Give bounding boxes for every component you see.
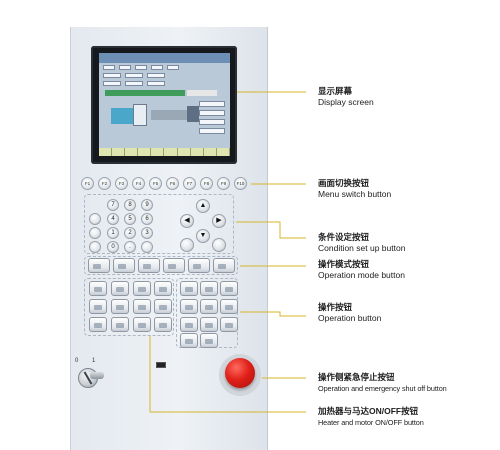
numkey-7[interactable]: 7 xyxy=(107,199,119,211)
annotation-mode-zh: 操作模式按钮 xyxy=(318,259,370,269)
op-key-e4[interactable] xyxy=(180,333,198,348)
f9-key[interactable]: F9 xyxy=(217,177,230,190)
annotation-menu-zh: 画面切换按钮 xyxy=(318,178,370,188)
menu-switch-keys: F1 F2 F3 F4 F5 F6 F7 F8 F9 F10 xyxy=(81,177,251,191)
annotation-condition-zh: 条件设定按钮 xyxy=(318,232,370,242)
annotation-heater-en: Heater and motor ON/OFF button xyxy=(318,418,424,427)
leader-condition xyxy=(236,221,306,239)
op-key-a2[interactable] xyxy=(89,299,107,314)
f5-key[interactable]: F5 xyxy=(149,177,162,190)
op-key-c2[interactable] xyxy=(133,299,151,314)
op-key-a3[interactable] xyxy=(89,317,107,332)
op-key-f4[interactable] xyxy=(200,333,218,348)
mode-key-5[interactable] xyxy=(188,258,210,273)
numkey-side-1[interactable] xyxy=(89,213,101,225)
annotation-menu: 画面切换按钮 Menu switch button xyxy=(318,178,391,200)
op-key-e2[interactable] xyxy=(180,299,198,314)
numkey-5[interactable]: 5 xyxy=(124,213,136,225)
screen-function-strip xyxy=(99,148,230,156)
arrow-up-button[interactable]: ▲ xyxy=(196,199,210,213)
f8-key[interactable]: F8 xyxy=(200,177,213,190)
mode-key-4[interactable] xyxy=(163,258,185,273)
mode-key-6[interactable] xyxy=(213,258,235,273)
op-key-g2[interactable] xyxy=(220,299,238,314)
op-key-a1[interactable] xyxy=(89,281,107,296)
numkey-0[interactable]: 0 xyxy=(107,241,119,253)
op-key-d1[interactable] xyxy=(154,281,172,296)
numkey-4[interactable]: 4 xyxy=(107,213,119,225)
op-key-e1[interactable] xyxy=(180,281,198,296)
display-screen[interactable] xyxy=(99,53,230,156)
annotation-display-en: Display screen xyxy=(318,97,374,107)
annotation-condition-en: Condition set up button xyxy=(318,243,406,253)
annotation-operation-zh: 操作按钮 xyxy=(318,302,353,312)
op-key-c3[interactable] xyxy=(133,317,151,332)
arrow-right-button[interactable]: ▶ xyxy=(212,214,226,228)
numkey-side-3[interactable] xyxy=(89,241,101,253)
leader-operation xyxy=(240,311,306,317)
f2-key[interactable]: F2 xyxy=(98,177,111,190)
numkey-side-2[interactable] xyxy=(89,227,101,239)
op-key-f1[interactable] xyxy=(200,281,218,296)
mode-key-2[interactable] xyxy=(113,258,135,273)
f10-key[interactable]: F10 xyxy=(234,177,247,190)
op-key-e3[interactable] xyxy=(180,317,198,332)
annotation-mode: 操作模式按钮 Operation mode button xyxy=(318,259,405,281)
condition-setup-area xyxy=(84,194,234,254)
arrow-left-button[interactable]: ◀ xyxy=(180,214,194,228)
op-key-d2[interactable] xyxy=(154,299,172,314)
emergency-stop-button[interactable] xyxy=(225,358,255,388)
f4-key[interactable]: F4 xyxy=(132,177,145,190)
annotation-display: 显示屏幕 Display screen xyxy=(318,86,374,108)
numkey-6[interactable]: 6 xyxy=(141,213,153,225)
op-key-g1[interactable] xyxy=(220,281,238,296)
numkey-2[interactable]: 2 xyxy=(124,227,136,239)
usb-port[interactable] xyxy=(156,362,166,368)
annotation-emergency: 操作侧紧急停止按钮 Operation and emergency shut o… xyxy=(318,372,447,394)
numkey-1[interactable]: 1 xyxy=(107,227,119,239)
numkey-side-4[interactable] xyxy=(141,241,153,253)
mode-key-3[interactable] xyxy=(138,258,160,273)
f7-key[interactable]: F7 xyxy=(183,177,196,190)
op-key-g3[interactable] xyxy=(220,317,238,332)
keyswitch-off-label: 0 xyxy=(75,358,79,364)
op-key-f3[interactable] xyxy=(200,317,218,332)
heater-motor-area xyxy=(84,278,174,336)
annotation-display-zh: 显示屏幕 xyxy=(318,86,353,96)
numkey-8[interactable]: 8 xyxy=(124,199,136,211)
annotation-heater-zh: 加热器与马达ON/OFF按钮 xyxy=(318,406,419,416)
numkey-3[interactable]: 3 xyxy=(141,227,153,239)
annotation-emergency-en: Operation and emergency shut off button xyxy=(318,384,447,393)
annotation-mode-en: Operation mode button xyxy=(318,270,405,280)
f1-key[interactable]: F1 xyxy=(81,177,94,190)
annotation-operation-en: Operation button xyxy=(318,313,382,323)
clear-button[interactable] xyxy=(212,238,226,252)
arrow-down-button[interactable]: ▼ xyxy=(196,229,210,243)
op-key-b1[interactable] xyxy=(111,281,129,296)
operation-mode-area xyxy=(84,256,238,275)
leader-heater xyxy=(149,336,306,413)
op-key-c1[interactable] xyxy=(133,281,151,296)
op-key-b2[interactable] xyxy=(111,299,129,314)
enter-button[interactable] xyxy=(180,238,194,252)
annotation-menu-en: Menu switch button xyxy=(318,189,392,199)
annotation-condition: 条件设定按钮 Condition set up button xyxy=(318,232,405,254)
op-key-d3[interactable] xyxy=(154,317,172,332)
mode-key-1[interactable] xyxy=(88,258,110,273)
op-key-b3[interactable] xyxy=(111,317,129,332)
f3-key[interactable]: F3 xyxy=(115,177,128,190)
keyswitch-on-label: 1 xyxy=(92,358,96,364)
annotation-heater: 加热器与马达ON/OFF按钮 Heater and motor ON/OFF b… xyxy=(318,406,424,428)
op-key-f2[interactable] xyxy=(200,299,218,314)
numkey-dot[interactable]: . xyxy=(124,241,136,253)
key-icon xyxy=(90,372,104,379)
f6-key[interactable]: F6 xyxy=(166,177,179,190)
numkey-9[interactable]: 9 xyxy=(141,199,153,211)
machine-diagram xyxy=(111,100,201,130)
annotation-operation: 操作按钮 Operation button xyxy=(318,302,381,324)
annotation-emergency-zh: 操作侧紧急停止按钮 xyxy=(318,372,395,382)
